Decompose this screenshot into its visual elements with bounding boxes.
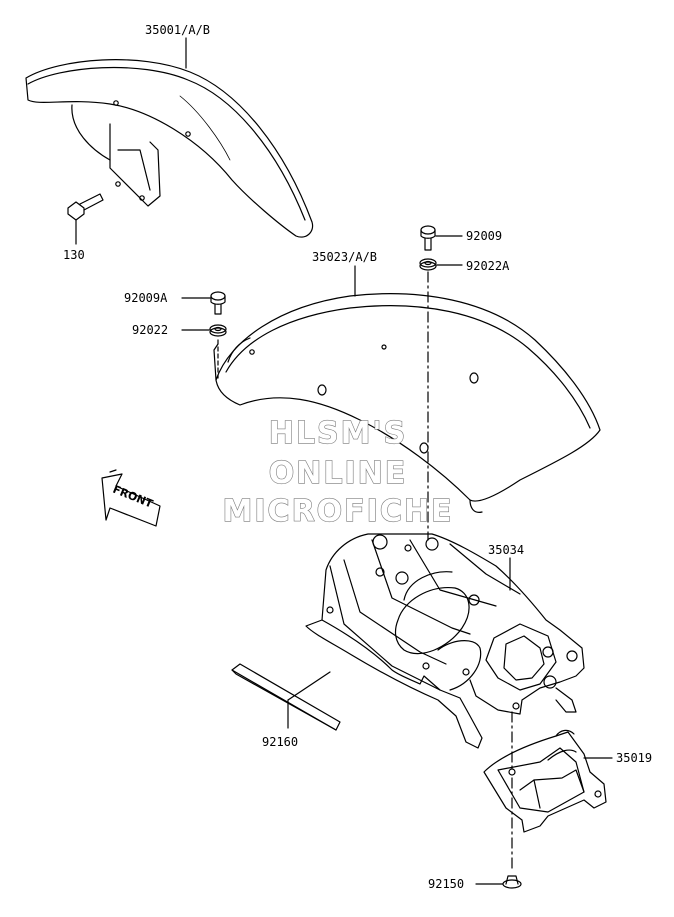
label-92009: 92009	[466, 229, 503, 243]
bracket-35034[interactable]	[305, 533, 585, 749]
leader-92160-d	[287, 671, 331, 701]
label-92160: 92160	[262, 735, 299, 749]
watermark-line-2: ONLINE	[268, 455, 408, 491]
front-fender[interactable]	[25, 59, 314, 238]
pad-92160[interactable]	[231, 663, 341, 731]
label-92022: 92022	[132, 323, 169, 337]
label-92009A: 92009A	[124, 291, 168, 305]
bolt-92009A[interactable]	[210, 291, 226, 315]
label-35023: 35023/A/B	[312, 250, 378, 264]
screw-92150[interactable]	[502, 875, 522, 889]
rear-fender[interactable]	[213, 293, 601, 513]
flap-35019[interactable]	[483, 729, 607, 833]
watermark-line-3: MICROFICHE	[222, 493, 454, 529]
washer-92022A[interactable]	[419, 258, 437, 271]
label-35034: 35034	[488, 543, 525, 557]
bolt-92009[interactable]	[420, 225, 436, 251]
label-92150: 92150	[428, 877, 465, 891]
front-arrow-label: FRONT	[111, 483, 155, 511]
front-direction-arrow: FRONT	[101, 469, 161, 527]
washer-92022[interactable]	[209, 324, 227, 337]
label-35001: 35001/A/B	[145, 23, 211, 37]
watermark-line-1: HLSM'S	[268, 415, 408, 451]
label-35019: 35019	[616, 751, 653, 765]
label-130: 130	[63, 248, 85, 262]
label-92022A: 92022A	[466, 259, 510, 273]
bolt-130[interactable]	[67, 193, 104, 221]
